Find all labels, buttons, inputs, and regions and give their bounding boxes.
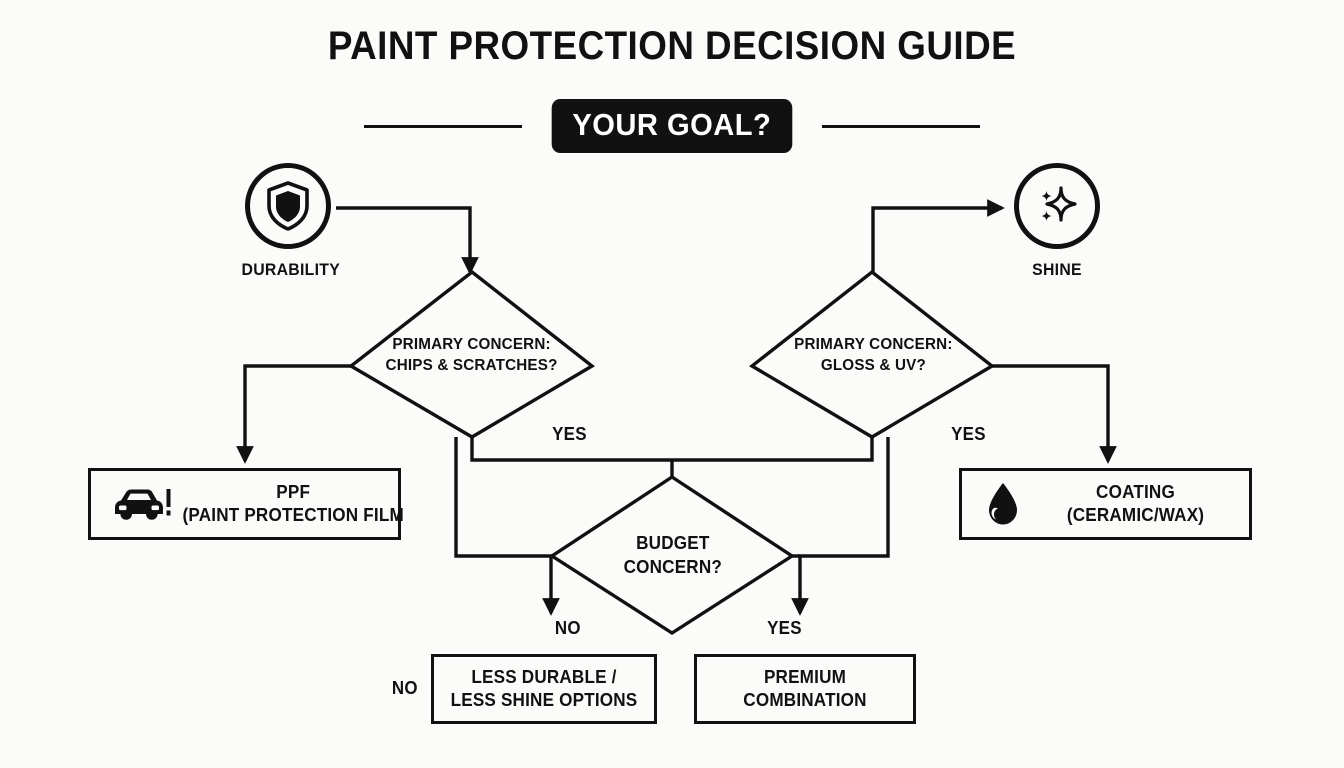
edge-right-diamond-to-shine <box>871 199 1005 272</box>
edge-durability-to-left-diamond <box>336 206 479 275</box>
outcome-coating-line1: COATING <box>1096 481 1175 502</box>
outcome-coating-line2: (CERAMIC/WAX) <box>1066 505 1205 525</box>
decision-left-line2: CHIPS & SCRATCHES? <box>385 357 559 374</box>
outcome-less-line1: LESS DURABLE / <box>471 666 617 687</box>
edge-label-budget-yes: YES <box>767 618 802 638</box>
outcome-ppf-line1: PPF <box>276 481 311 502</box>
edge-left-diamond-to-ppf <box>236 364 351 464</box>
edge-right-diamond-to-coating <box>992 364 1117 464</box>
droplet-icon <box>984 480 1022 528</box>
shine-label: SHINE <box>1032 260 1082 279</box>
edge-right-diamond-to-yes-branch <box>791 437 890 616</box>
page-title: PAINT PROTECTION DECISION GUIDE <box>327 24 1017 68</box>
decision-left-line1: PRIMARY CONCERN: <box>392 335 552 353</box>
outcome-ppf-line2: (PAINT PROTECTION FILM <box>182 505 404 525</box>
edge-label-outcome-less-no: NO <box>391 678 418 698</box>
decision-right-text: PRIMARY CONCERN: GLOSS & UV? <box>794 334 952 376</box>
goal-pill: YOUR GOAL? <box>551 99 793 153</box>
edge-right-diamond-yes-to-budget <box>672 437 874 462</box>
outcome-less-text: LESS DURABLE / LESS SHINE OPTIONS <box>440 666 649 713</box>
shield-icon <box>267 181 309 231</box>
node-shine[interactable]: SHINE <box>1007 163 1107 280</box>
decision-right-line1: PRIMARY CONCERN: <box>793 335 953 353</box>
car-icon <box>109 484 171 524</box>
outcome-premium-text: PREMIUM COMBINATION <box>702 666 907 713</box>
decision-budget-line1: BUDGET <box>635 532 710 553</box>
droplet-icon-glyph <box>989 483 1017 525</box>
outcome-coating-box[interactable]: COATING (CERAMIC/WAX) <box>959 468 1252 540</box>
shine-icon-circle <box>1014 163 1100 249</box>
sparkle-icon <box>1041 186 1077 222</box>
goal-rule-right <box>821 124 980 128</box>
edge-label-right-yes: YES <box>951 424 986 444</box>
edge-label-left-yes: YES <box>552 424 587 444</box>
edge-label-budget-no: NO <box>554 618 581 638</box>
durability-label: DURABILITY <box>241 260 341 279</box>
decision-budget-diamond[interactable]: BUDGET CONCERN? <box>552 477 793 634</box>
decision-right-line2: GLOSS & UV? <box>820 357 926 374</box>
decision-right-diamond[interactable]: PRIMARY CONCERN: GLOSS & UV? <box>752 272 994 438</box>
goal-rule-left <box>364 124 523 128</box>
outcome-premium-box[interactable]: PREMIUM COMBINATION <box>694 654 916 724</box>
node-durability[interactable]: DURABILITY <box>238 163 341 280</box>
outcome-less-line2: LESS SHINE OPTIONS <box>450 690 638 710</box>
outcome-coating-text: COATING (CERAMIC/WAX) <box>1028 481 1244 528</box>
car-icon-glyph <box>115 489 171 520</box>
decision-budget-line2: CONCERN? <box>623 556 722 577</box>
goal-banner: YOUR GOAL? <box>0 99 1344 153</box>
decision-left-text: PRIMARY CONCERN: CHIPS & SCRATCHES? <box>386 334 558 376</box>
decision-left-diamond[interactable]: PRIMARY CONCERN: CHIPS & SCRATCHES? <box>351 272 593 438</box>
outcome-premium-line2: COMBINATION <box>743 690 867 710</box>
outcome-ppf-box[interactable]: PPF (PAINT PROTECTION FILM <box>88 468 404 540</box>
edge-left-diamond-to-no-branch <box>454 437 560 616</box>
outcome-less-durable-box[interactable]: LESS DURABLE / LESS SHINE OPTIONS <box>431 654 657 724</box>
outcome-ppf-text: PPF (PAINT PROTECTION FILM <box>183 481 404 528</box>
durability-icon-circle <box>245 163 331 249</box>
decision-budget-text: BUDGET CONCERN? <box>623 532 721 580</box>
outcome-premium-line1: PREMIUM <box>763 666 847 687</box>
